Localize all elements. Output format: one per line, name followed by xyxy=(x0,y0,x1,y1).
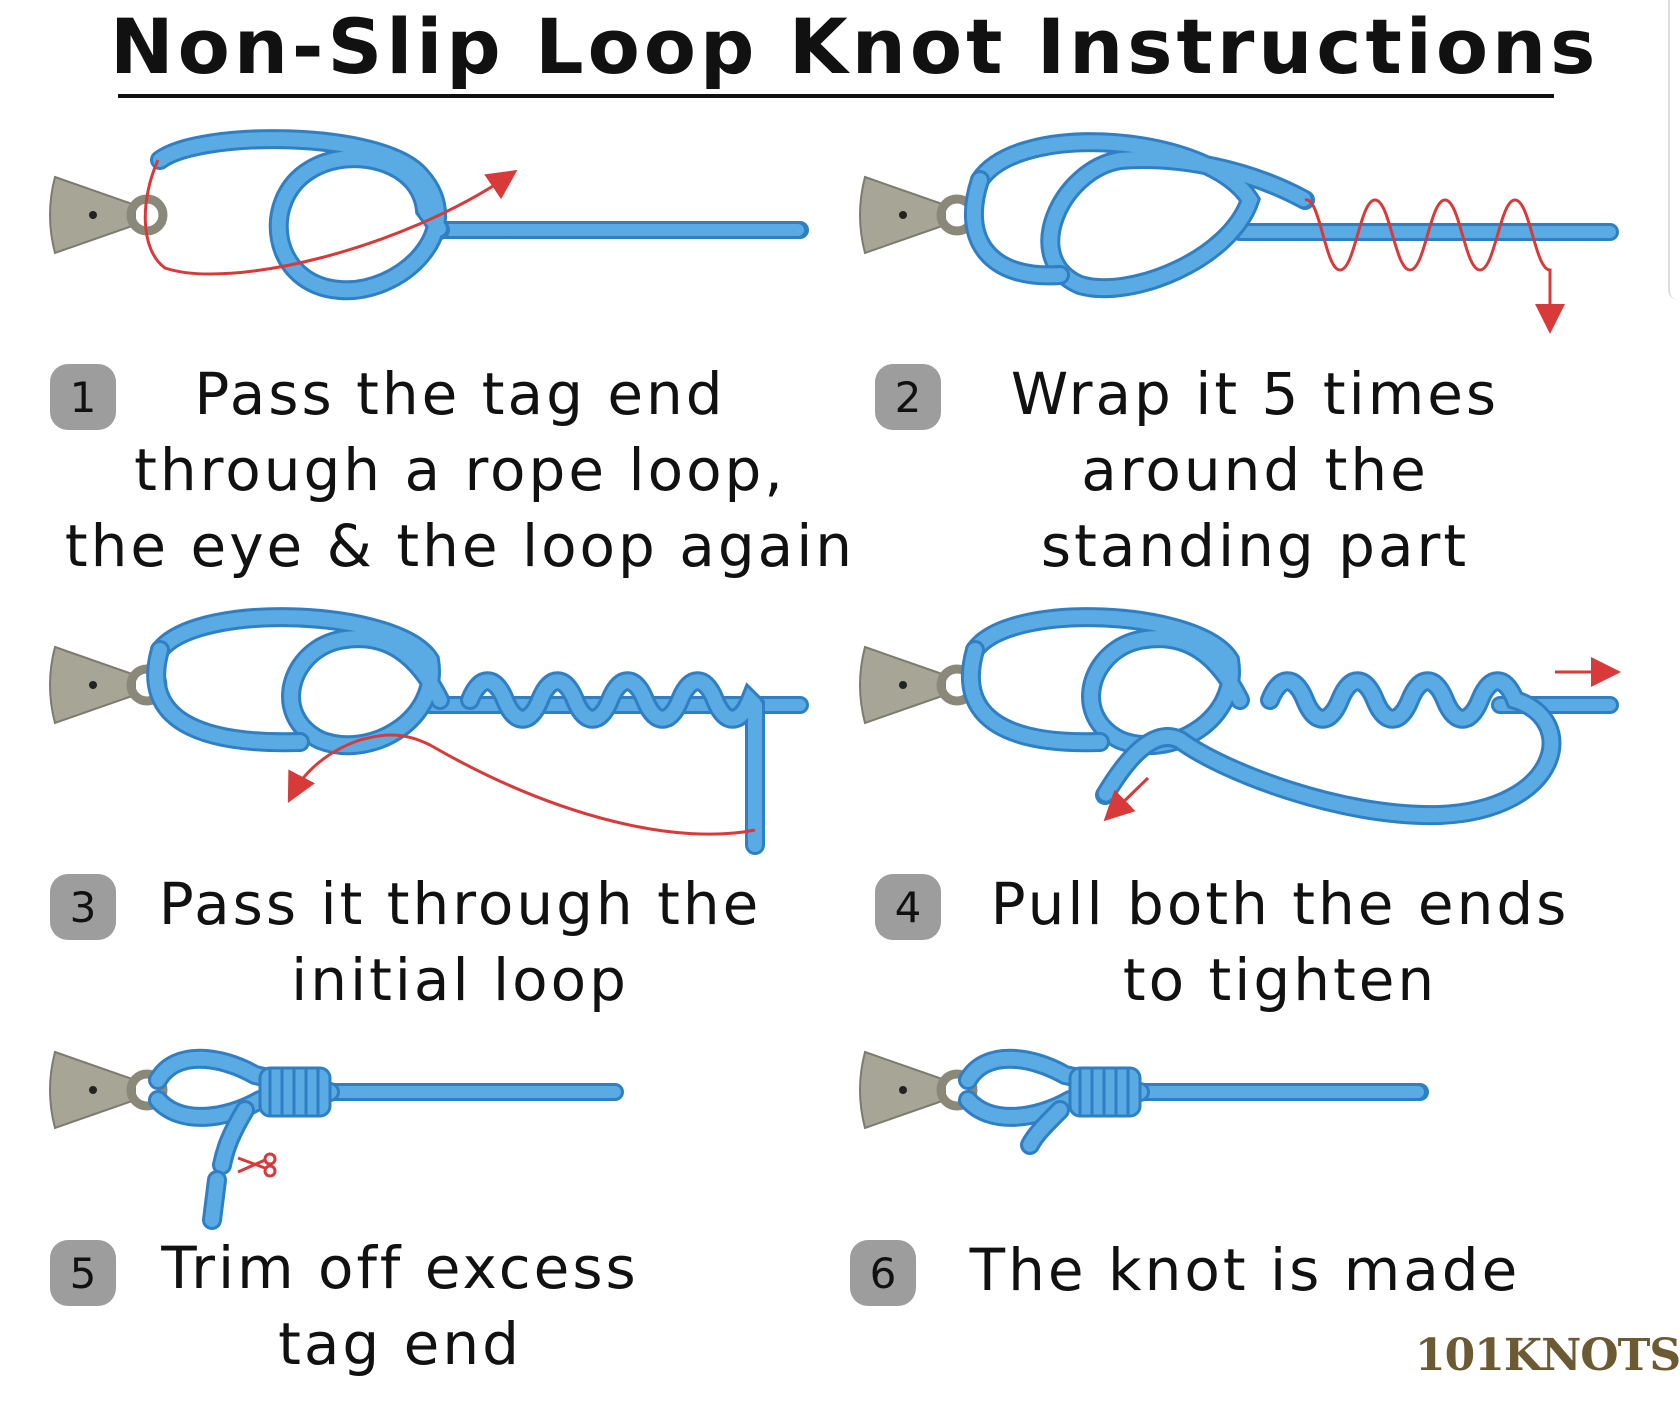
step-5-caption: Trim off excess tag end xyxy=(161,1234,639,1378)
step-3-illustration xyxy=(50,607,809,855)
brand-logo: 101KNOTS xyxy=(1415,1330,1680,1381)
title-underline xyxy=(118,94,1554,98)
lure-icon xyxy=(860,177,973,253)
step-6-illustration xyxy=(860,1052,1429,1155)
step-2-illustration xyxy=(860,132,1619,334)
lure-icon xyxy=(860,1052,973,1128)
step-1-badge: 1 xyxy=(50,364,116,430)
step-6-badge: 6 xyxy=(850,1240,916,1306)
step-1-caption: Pass the tag end through a rope loop, th… xyxy=(64,360,856,580)
page-title: Non-Slip Loop Knot Instructions xyxy=(110,2,1600,91)
step-5-badge: 5 xyxy=(50,1240,116,1306)
step-1-illustration xyxy=(50,129,809,301)
window-edge xyxy=(1668,0,1680,300)
step-6-caption: The knot is made xyxy=(969,1236,1521,1304)
step-2-caption: Wrap it 5 times around the standing part xyxy=(1010,360,1500,580)
scissors-icon xyxy=(237,1152,277,1178)
lure-icon xyxy=(50,647,163,723)
step-3-caption: Pass it through the initial loop xyxy=(158,870,762,1014)
step-4-badge: 4 xyxy=(875,874,941,940)
step-3-badge: 3 xyxy=(50,874,116,940)
step-2-badge: 2 xyxy=(875,364,941,430)
lure-icon xyxy=(860,647,973,723)
lure-icon xyxy=(50,1052,163,1128)
step-4-caption: Pull both the ends to tighten xyxy=(990,870,1570,1014)
step-4-illustration xyxy=(860,607,1621,826)
step-5-illustration xyxy=(50,1052,624,1230)
